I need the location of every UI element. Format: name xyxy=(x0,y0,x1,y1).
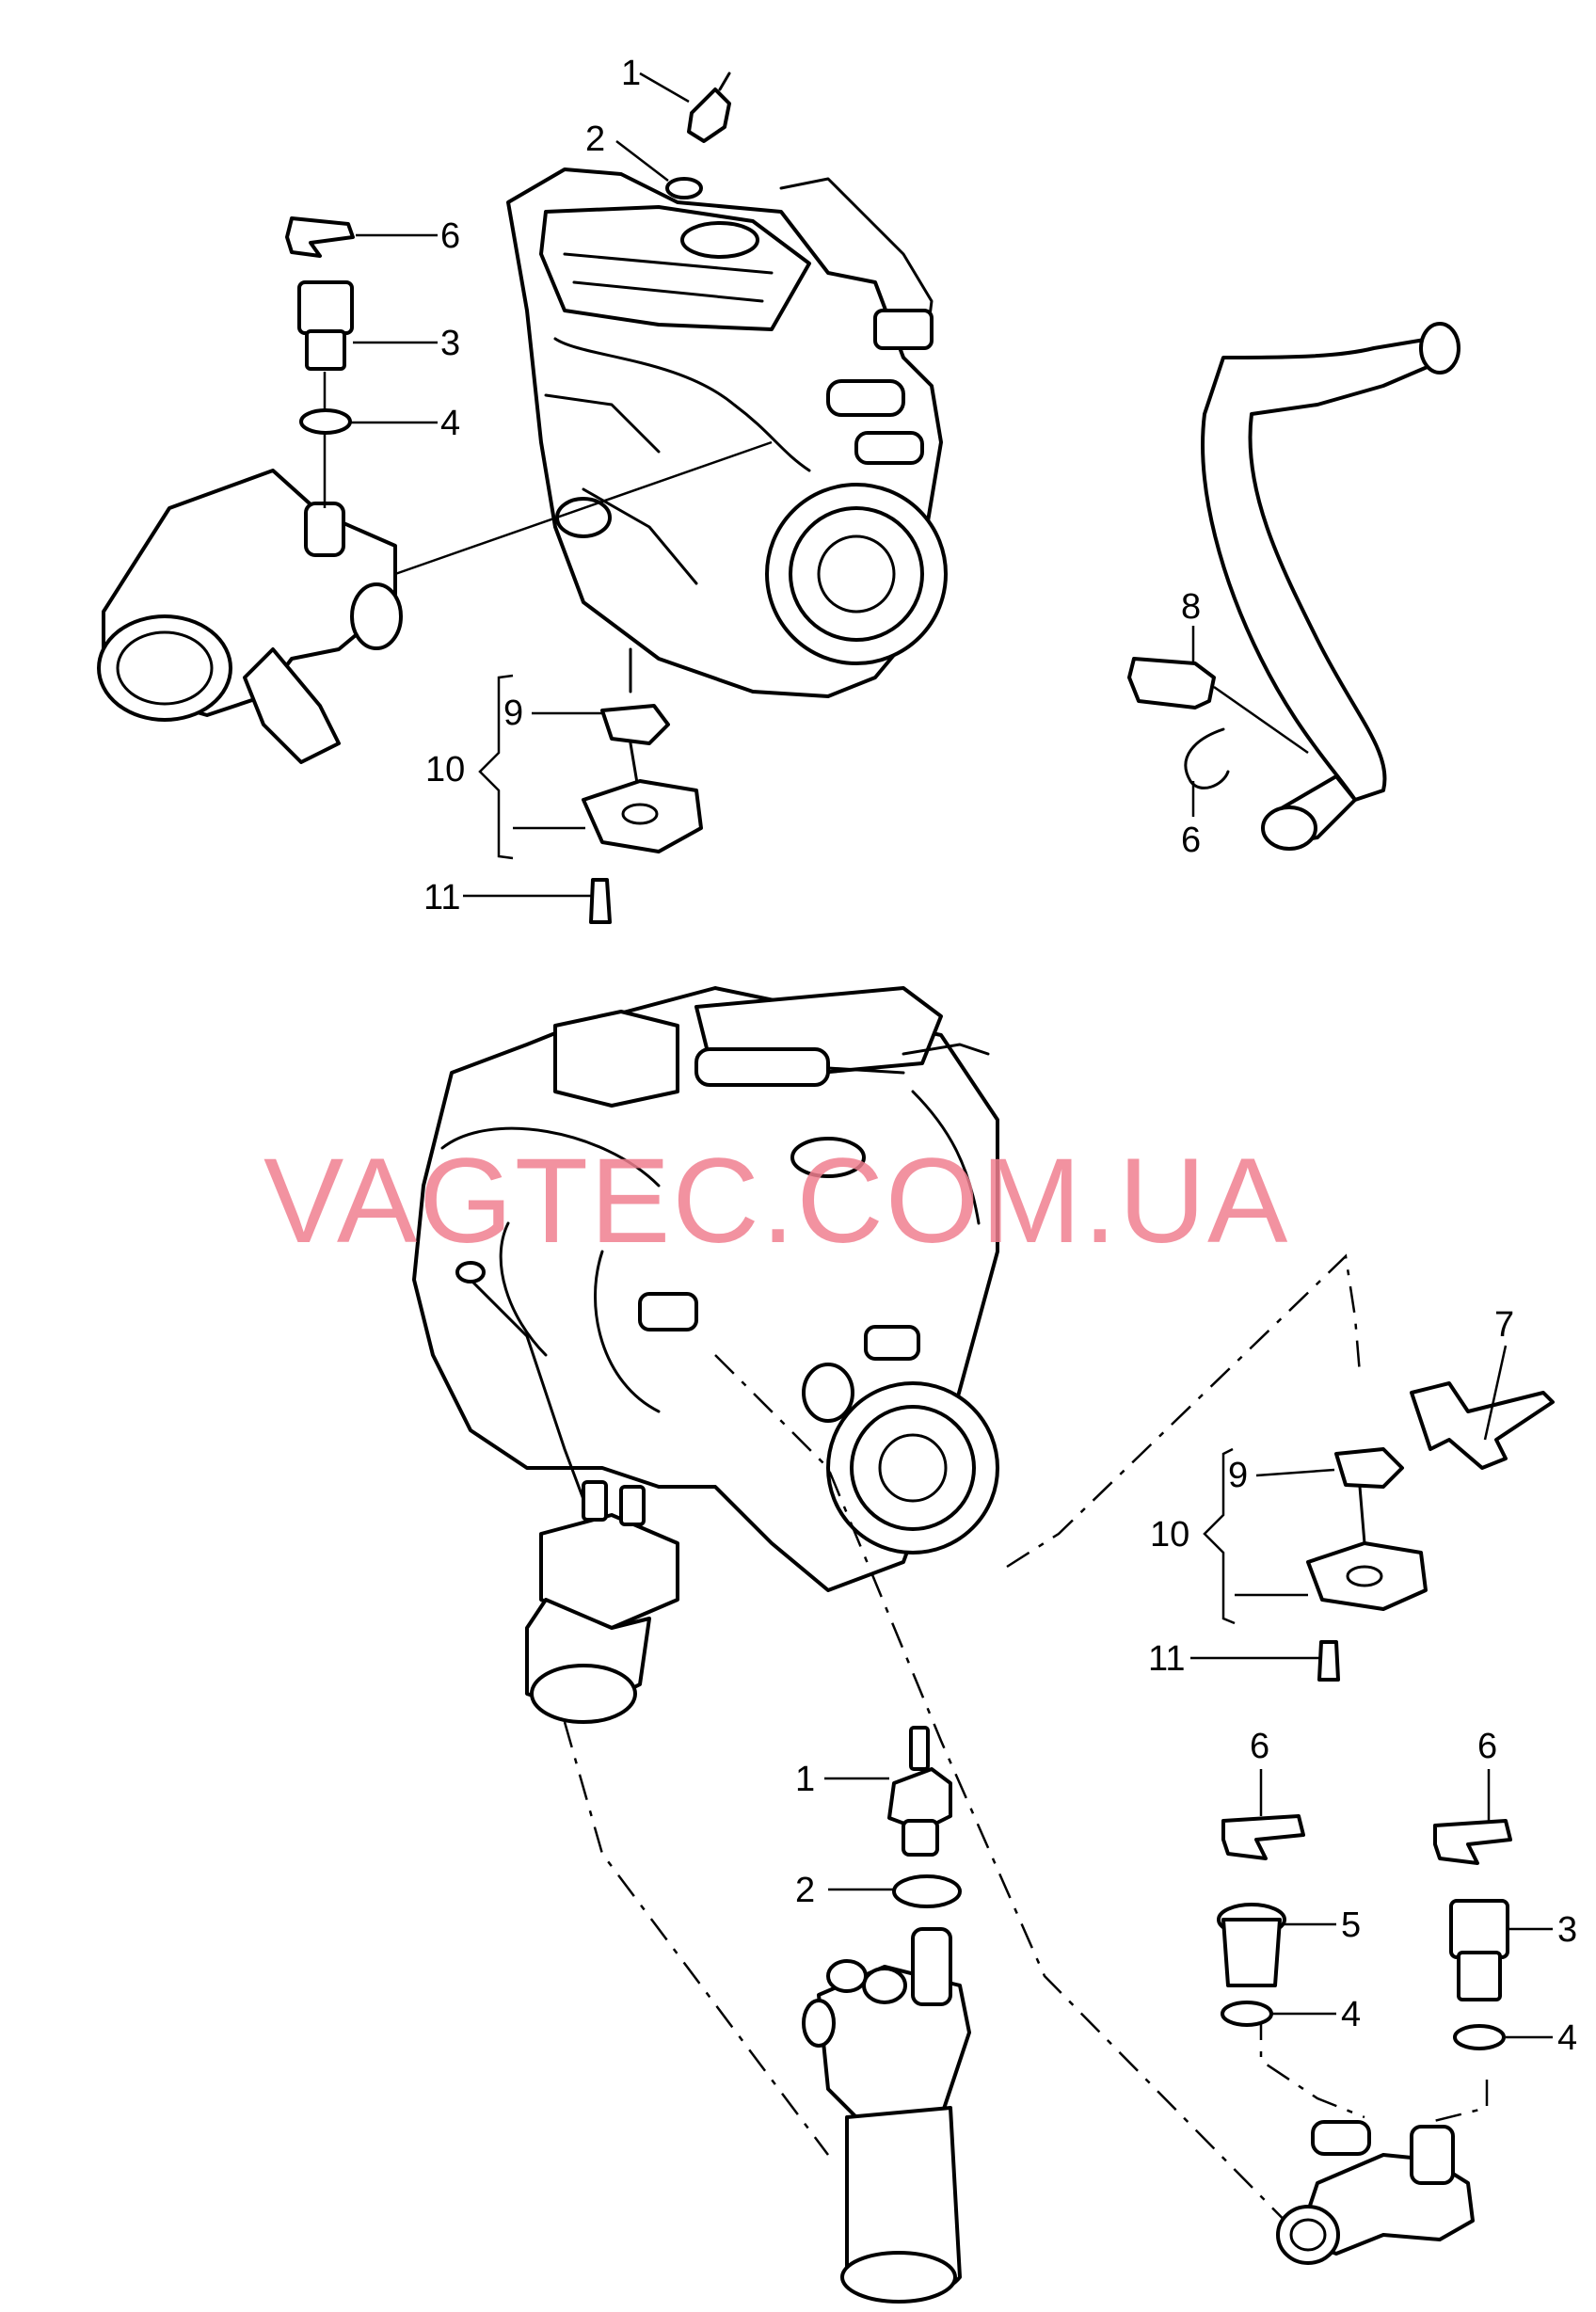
top-coolant-flange xyxy=(97,440,773,764)
leader-lines xyxy=(350,72,1553,2039)
callout-top-10: 10 xyxy=(425,750,465,789)
callout-bottom-9: 9 xyxy=(1228,1456,1248,1495)
top-engine xyxy=(506,167,948,698)
bottom-oring-4a xyxy=(1221,2001,1273,2027)
dash-housing xyxy=(1259,2014,1365,2119)
callout-bottom-2: 2 xyxy=(795,1871,815,1910)
bottom-engine-filter xyxy=(525,1480,679,1724)
callout-bottom-11: 11 xyxy=(1148,1639,1185,1679)
dash-housing-2 xyxy=(1429,2080,1489,2124)
callout-bottom-5: 5 xyxy=(1341,1905,1361,1945)
top-sensor-8 xyxy=(1127,657,1309,755)
callout-bottom-6b: 6 xyxy=(1477,1727,1497,1766)
callout-bottom-10: 10 xyxy=(1150,1515,1189,1555)
callout-bottom-1: 1 xyxy=(795,1760,815,1799)
callout-top-3: 3 xyxy=(440,324,460,363)
bottom-bracket-10 xyxy=(1306,1447,1428,1682)
top-bracket-10 xyxy=(582,647,703,924)
top-hose xyxy=(1201,322,1460,851)
callout-top-6a: 6 xyxy=(440,216,460,256)
callout-top-8: 8 xyxy=(1181,587,1201,627)
bottom-plug-5 xyxy=(1217,1903,1286,1987)
callout-bottom-3: 3 xyxy=(1557,1910,1577,1950)
bottom-washer-2 xyxy=(892,1874,962,1908)
bottom-sensor-3 xyxy=(1449,1899,1509,2001)
callout-top-2: 2 xyxy=(585,120,605,159)
dash-coolant xyxy=(714,1354,1309,2245)
dash-filter xyxy=(563,1721,829,2156)
bottom-oil-filter xyxy=(802,1927,971,2304)
dash-knock xyxy=(1006,1253,1362,1569)
watermark: VAGTEC.COM.UA xyxy=(263,1134,1289,1268)
bottom-oring-4b xyxy=(1453,2024,1506,2050)
top-switch-1 xyxy=(687,72,731,143)
top-oring-4 xyxy=(299,408,352,435)
bottom-clip-6a xyxy=(1221,1814,1305,1860)
callout-bottom-7: 7 xyxy=(1494,1305,1514,1345)
callout-top-11: 11 xyxy=(423,878,460,917)
top-clip-6 xyxy=(285,216,355,258)
bottom-coolant-housing xyxy=(1276,2120,1475,2265)
callout-top-1: 1 xyxy=(621,54,641,93)
top-sensor-3 xyxy=(297,280,354,508)
callout-bottom-4b: 4 xyxy=(1557,2018,1577,2058)
callout-bottom-4a: 4 xyxy=(1341,1995,1361,2034)
top-washer-2 xyxy=(665,177,703,199)
top-clip-6b xyxy=(1184,727,1230,789)
bottom-bracket-7 xyxy=(1410,1381,1555,1470)
callout-top-6b: 6 xyxy=(1181,821,1201,860)
callout-bottom-6a: 6 xyxy=(1250,1727,1269,1766)
callout-top-9: 9 xyxy=(503,694,523,733)
bottom-engine xyxy=(412,986,999,1592)
callout-top-4: 4 xyxy=(440,404,460,443)
bottom-switch-1 xyxy=(887,1726,952,1857)
callout-labels: 1 2 6 3 4 8 6 9 10 11 7 9 10 11 1 2 6 6 … xyxy=(423,54,1577,2058)
bottom-clip-6b xyxy=(1433,1819,1512,1865)
